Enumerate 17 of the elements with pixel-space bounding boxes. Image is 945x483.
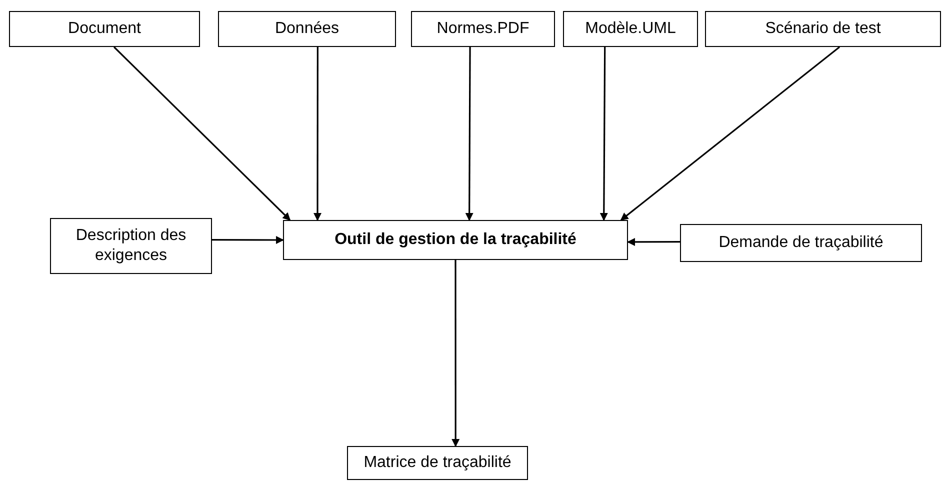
- text-box: Demande de traçabilité: [680, 224, 922, 262]
- text-box: Normes.PDF: [411, 11, 555, 47]
- arrow: [600, 47, 608, 221]
- text-box: Description des exigences: [50, 218, 212, 274]
- arrow: [314, 47, 322, 221]
- arrow: [627, 238, 680, 246]
- text-box: Scénario de test: [705, 11, 941, 47]
- text-box: Document: [9, 11, 200, 47]
- text-box: Modèle.UML: [563, 11, 698, 47]
- arrow: [113, 46, 291, 221]
- text-box: Outil de gestion de la traçabilité: [283, 220, 628, 260]
- text-box: Matrice de traçabilité: [347, 446, 528, 480]
- arrow: [465, 47, 474, 221]
- arrow: [452, 260, 460, 447]
- text-box: Données: [218, 11, 396, 47]
- arrow: [212, 236, 284, 244]
- arrow: [620, 46, 840, 221]
